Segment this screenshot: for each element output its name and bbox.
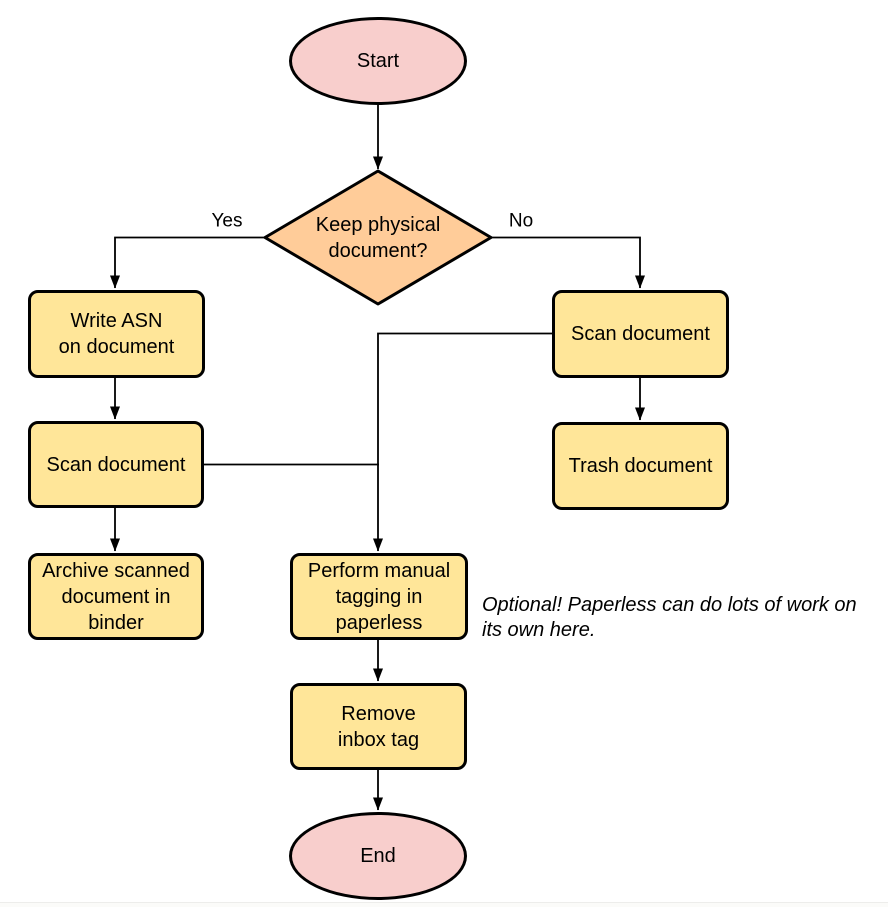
node-end: End <box>289 812 467 900</box>
node-trash-label: Trash document <box>568 455 713 477</box>
node-decision-label: Keep physical document? <box>315 213 441 262</box>
edge-label-no: No <box>506 210 536 232</box>
annotation-note: Optional! Paperless can do lots of work … <box>482 594 857 641</box>
page-bottom-edge <box>0 902 888 907</box>
decision-diamond-shape <box>263 169 493 306</box>
edge-decision-write-asn <box>110 236 265 289</box>
node-perform-tagging-label: Perform manual tagging in paperless <box>307 559 451 634</box>
node-archive: Archive scanned document in binder <box>28 553 204 640</box>
node-archive-label: Archive scanned document in binder <box>42 559 190 634</box>
node-start: Start <box>289 17 467 105</box>
node-write-asn: Write ASN on document <box>28 290 205 378</box>
node-remove-inbox-tag-label: Remove inbox tag <box>337 702 420 751</box>
node-scan-left-label: Scan document <box>46 453 186 476</box>
edge-scan-right-perform <box>373 332 552 552</box>
node-write-asn-label: Write ASN on document <box>58 310 175 358</box>
node-trash: Trash document <box>552 422 729 510</box>
node-scan-right-label: Scan document <box>571 323 710 345</box>
node-scan-left: Scan document <box>28 421 204 508</box>
node-remove-inbox-tag: Remove inbox tag <box>290 683 467 770</box>
edge-decision-scan-right <box>491 236 645 289</box>
edge-label-yes: Yes <box>209 210 245 232</box>
node-scan-right: Scan document <box>552 290 729 378</box>
node-perform-tagging: Perform manual tagging in paperless <box>290 553 468 640</box>
node-start-label: Start <box>356 50 400 72</box>
node-end-label: End <box>360 845 396 867</box>
